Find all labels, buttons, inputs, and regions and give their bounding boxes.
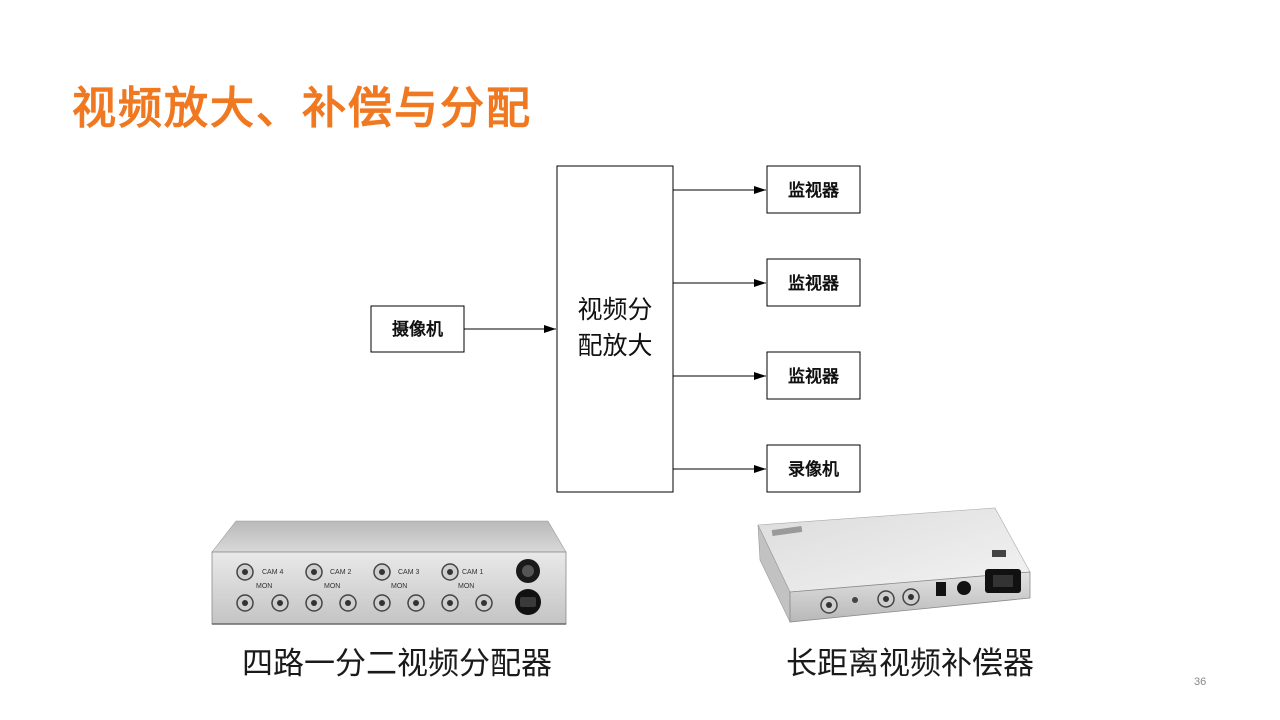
bnc-connector xyxy=(373,594,391,612)
bnc-connector xyxy=(441,594,459,612)
bnc-connector xyxy=(407,594,425,612)
channel-label-2: CAM 2 xyxy=(330,569,352,576)
vcr-label: 录像机 xyxy=(788,459,839,480)
bnc-connector xyxy=(475,594,493,612)
amplifier-label-line1: 视频分 xyxy=(577,295,652,324)
monitor-label-1: 监视器 xyxy=(788,180,840,201)
channel-label-3: CAM 3 xyxy=(398,569,420,576)
monitor-label-3: 监视器 xyxy=(788,366,840,387)
port-label-mon-1: MON xyxy=(256,583,272,590)
power-switch xyxy=(936,582,946,596)
bnc-connector xyxy=(305,594,323,612)
bnc-connector xyxy=(441,563,459,581)
camera-label: 摄像机 xyxy=(392,319,443,340)
monitor-node-1: 监视器 xyxy=(766,165,861,214)
bnc-connector xyxy=(271,594,289,612)
bnc-connector xyxy=(820,596,838,614)
power-connector xyxy=(515,589,541,615)
page-title: 视频放大、补偿与分配 xyxy=(72,83,532,134)
page-number: 36 xyxy=(1194,676,1207,688)
splitter-device-image: CAM 4 CAM 2 CAM 3 CAM 1 MON MON MON MON xyxy=(211,520,567,625)
port-label-mon-3: MON xyxy=(391,583,407,590)
bnc-connector xyxy=(236,563,254,581)
monitor-node-3: 监视器 xyxy=(766,351,861,400)
compensator-device-image xyxy=(757,507,1031,623)
bnc-connector xyxy=(902,588,920,606)
amplifier-label-line2: 配放大 xyxy=(577,331,652,360)
left-device-caption: 四路一分二视频分配器 xyxy=(242,646,552,682)
bnc-connector xyxy=(236,594,254,612)
monitor-node-2: 监视器 xyxy=(766,258,861,307)
bnc-connector xyxy=(339,594,357,612)
bnc-connector xyxy=(877,590,895,608)
vcr-node: 录像机 xyxy=(766,444,861,493)
camera-node: 摄像机 xyxy=(370,305,465,353)
right-device-caption: 长距离视频补偿器 xyxy=(786,646,1034,682)
port-label-mon-4: MON xyxy=(458,583,474,590)
bnc-connector xyxy=(305,563,323,581)
monitor-label-2: 监视器 xyxy=(788,273,840,294)
power-connector xyxy=(516,559,540,583)
port-label-mon-2: MON xyxy=(324,583,340,590)
bnc-connector xyxy=(373,563,391,581)
distribution-amplifier-node: 视频分 配放大 xyxy=(556,165,674,493)
channel-label-4: CAM 1 xyxy=(462,569,484,576)
channel-label-1: CAM 4 xyxy=(262,569,284,576)
